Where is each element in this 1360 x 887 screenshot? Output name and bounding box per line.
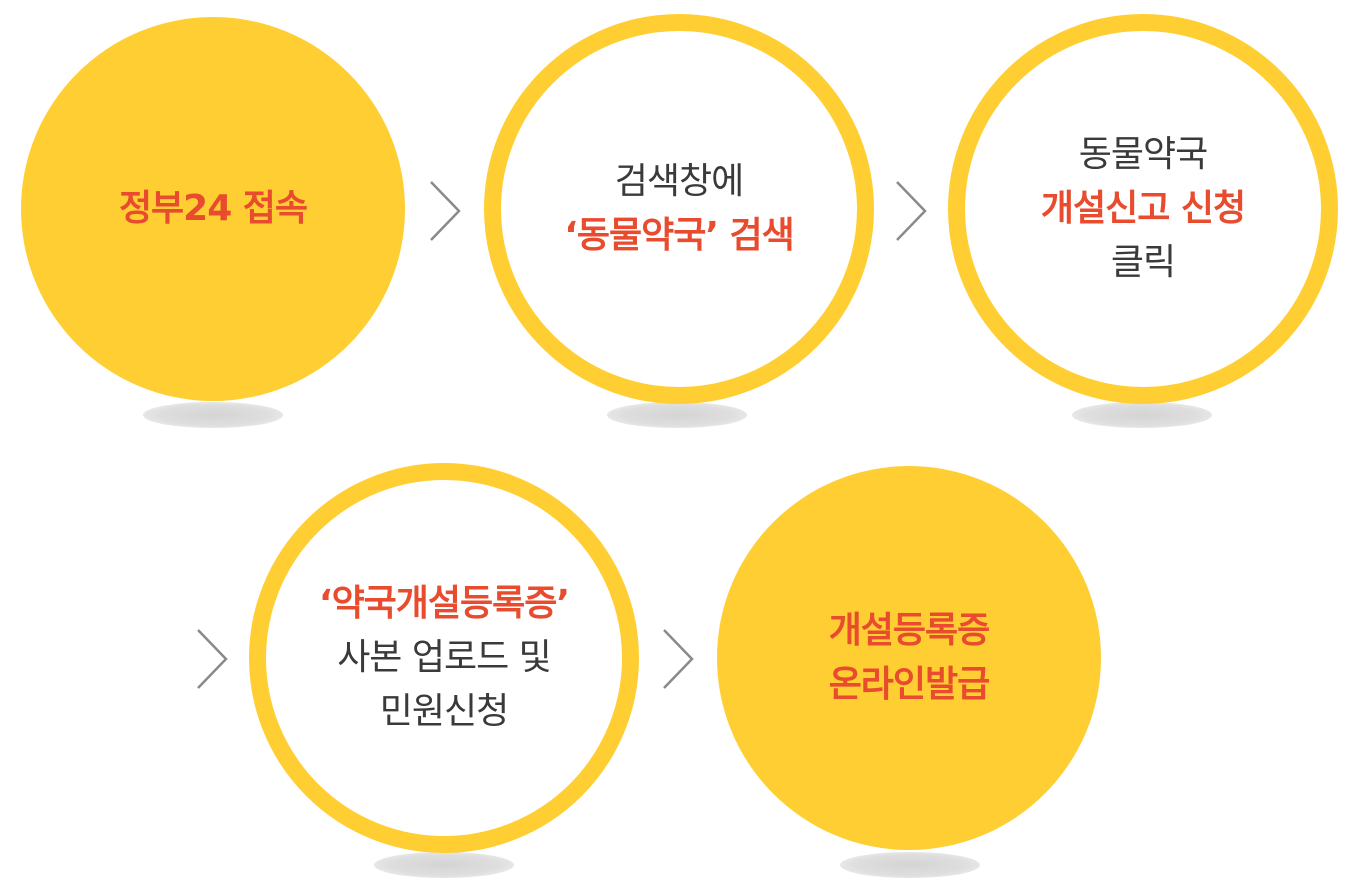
step-4-circle: ‘약국개설등록증’ 사본 업로드 및 민원신청 [249,463,639,853]
step-5-shadow [840,852,980,878]
step-5-line-1: 개설등록증 [828,610,991,651]
step-3-shadow [1072,402,1212,428]
step-4-line-3: 민원신청 [379,691,509,732]
step-2-line-2: ‘동물약국’ 검색 [564,215,795,256]
step-3-line-2: 개설신고 신청 [1040,188,1246,229]
step-5-circle: 개설등록증 온라인발급 [717,466,1101,850]
step-4-line-1: ‘약국개설등록증’ [318,583,570,624]
chevron-right-icon [430,181,461,241]
step-3-circle: 동물약국 개설신고 신청 클릭 [948,14,1338,404]
chevron-right-icon [197,629,228,689]
step-1-line-1: 정부24 접속 [118,188,308,229]
step-1-circle: 정부24 접속 [21,17,405,401]
step-4-shadow [374,852,514,878]
step-5-line-2: 온라인발급 [828,664,991,705]
step-2-line-1: 검색창에 [614,161,744,202]
step-3-line-1: 동물약국 [1078,134,1208,175]
step-1-shadow [143,402,283,428]
step-2-circle: 검색창에 ‘동물약국’ 검색 [484,14,874,404]
step-4-line-2: 사본 업로드 및 [337,637,552,678]
step-2-shadow [607,402,747,428]
chevron-right-icon [663,629,694,689]
step-3-line-3: 클릭 [1110,242,1176,283]
chevron-right-icon [896,181,927,241]
